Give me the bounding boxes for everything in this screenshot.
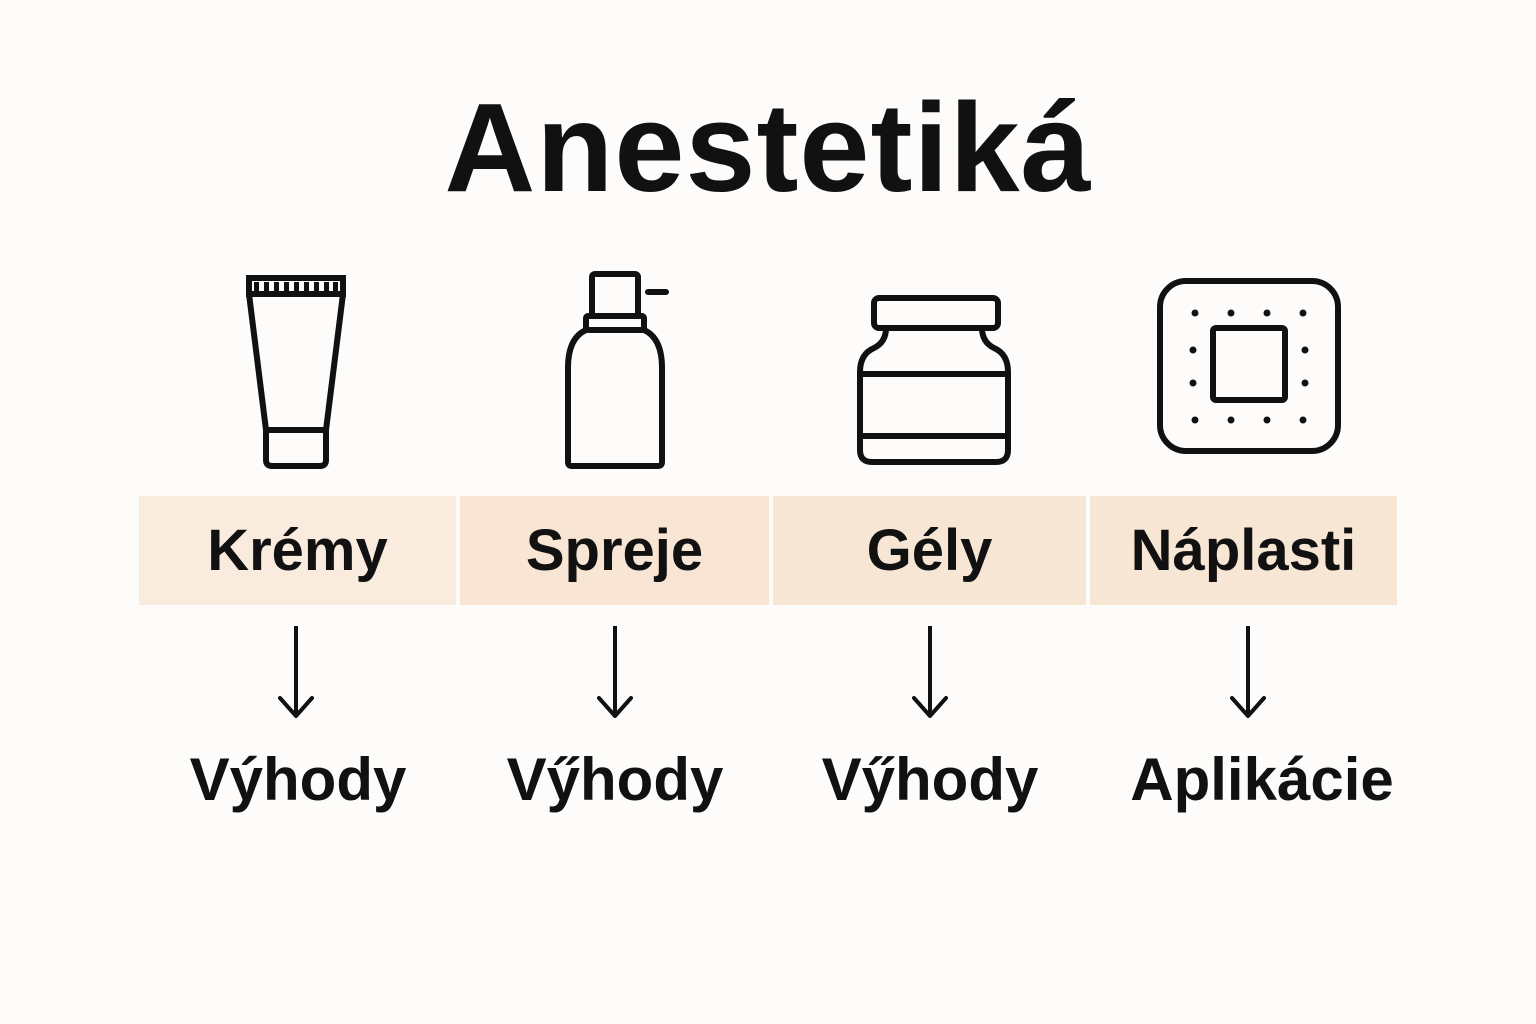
arrow-down-icon	[595, 624, 635, 725]
category-label-patches: Náplasti	[1090, 496, 1397, 605]
patch-icon	[1155, 276, 1343, 456]
category-strip: Krémy Spreje Gély Náplasti	[139, 496, 1397, 605]
gel-jar-icon	[852, 290, 1016, 470]
divider	[1086, 496, 1090, 605]
outcome-label: Výhody	[189, 746, 407, 813]
outcome-label: Aplikácie	[1130, 746, 1394, 813]
category-label-gels: Gély	[773, 496, 1086, 605]
arrow-down-icon	[276, 624, 316, 725]
cream-tube-icon	[240, 270, 352, 474]
outcome-label: Vӳhody	[506, 746, 724, 813]
category-label-cremes: Krémy	[139, 496, 456, 605]
divider	[769, 496, 773, 605]
spray-bottle-icon	[560, 268, 672, 472]
arrow-down-icon	[910, 624, 950, 725]
arrow-down-icon	[1228, 624, 1268, 725]
outcome-label: Vӳhody	[821, 746, 1039, 813]
diagram-title: Anestetiká	[444, 77, 1092, 218]
divider	[456, 496, 460, 605]
category-label-sprays: Spreje	[460, 496, 769, 605]
